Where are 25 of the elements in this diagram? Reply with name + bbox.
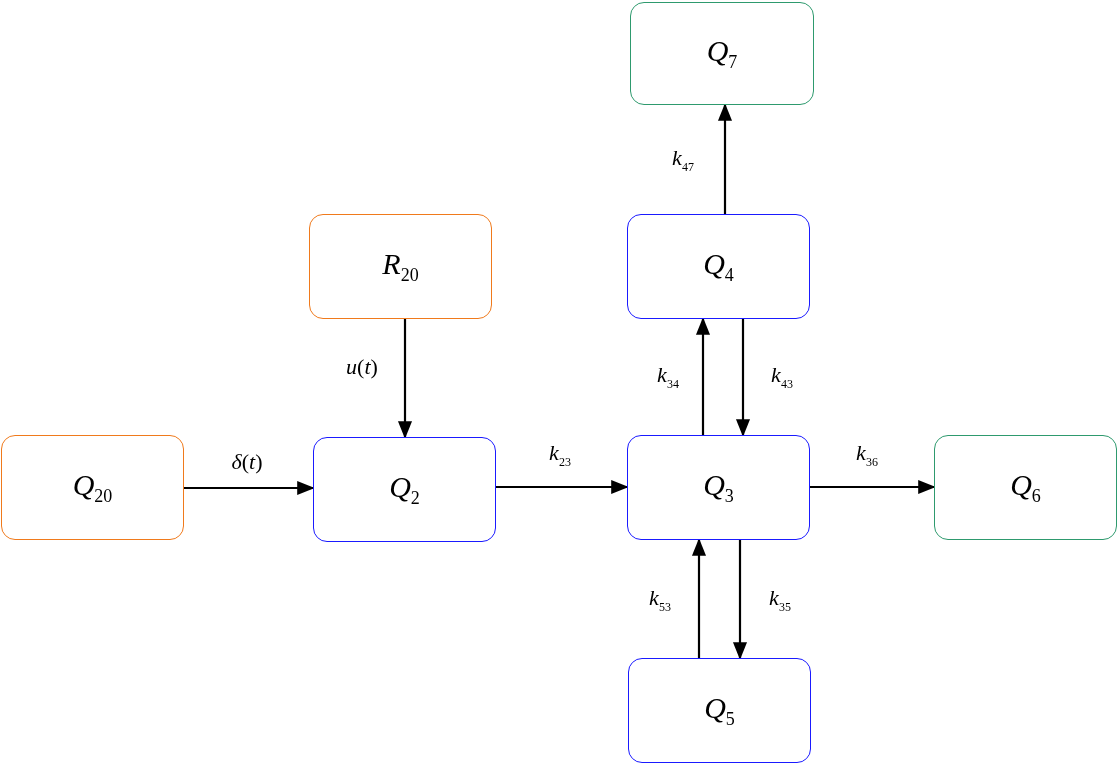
state-box [313, 437, 496, 542]
arrow [695, 317, 711, 435]
arrow [735, 319, 751, 437]
node-label: Q$_{6}$ [1010, 468, 1041, 507]
state-box [630, 2, 814, 105]
arrow [691, 538, 707, 658]
node-label: R$_{20}$ [382, 247, 419, 286]
arrow [496, 479, 629, 495]
node-label: Q$_{7}$ [706, 34, 738, 73]
state-box [627, 435, 810, 540]
arrow [732, 540, 748, 660]
state-box [934, 435, 1117, 540]
node-label: Q$_{2}$ [389, 470, 420, 509]
arrow [397, 319, 413, 439]
node-label: Q$_{3}$ [703, 468, 734, 507]
state-box [1, 435, 184, 540]
node-label: Q$_{5}$ [704, 691, 735, 730]
state-box [309, 214, 492, 319]
node-label: Q$_{4}$ [703, 247, 734, 286]
state-box [627, 214, 810, 319]
arrow [184, 480, 315, 496]
node-label: Q$_{20}$ [72, 468, 113, 507]
arrow [810, 479, 936, 495]
arrow [717, 103, 733, 214]
state-box [628, 658, 811, 763]
